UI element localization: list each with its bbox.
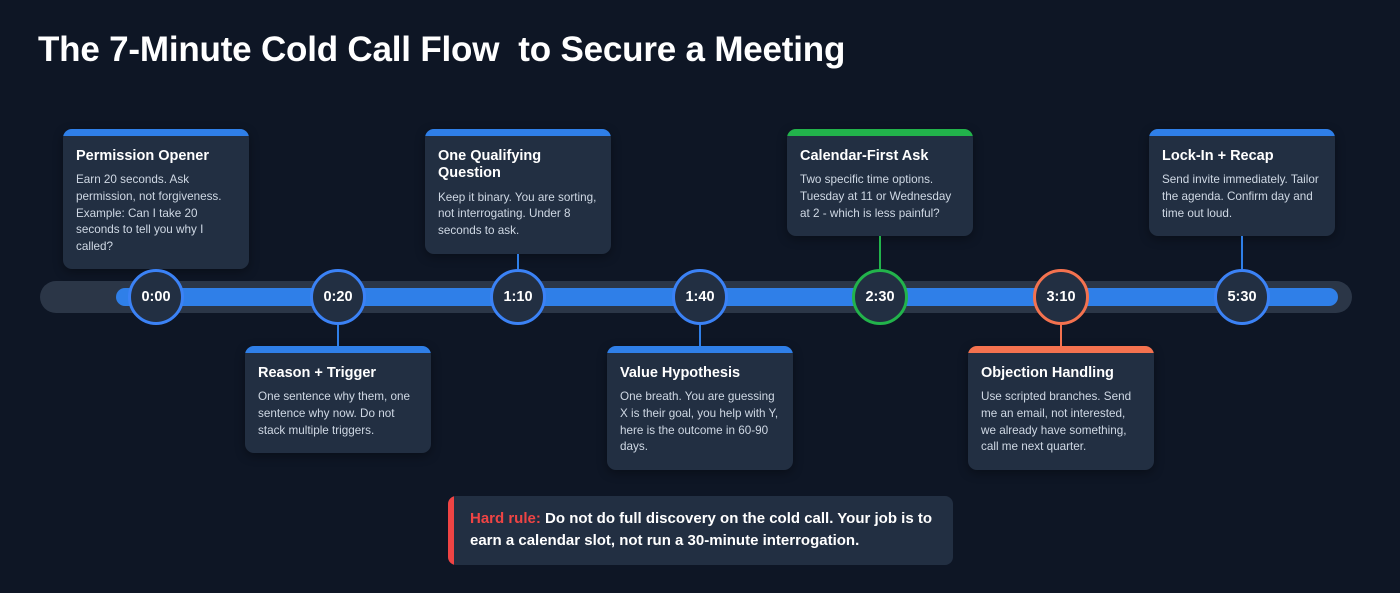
card-title: Reason + Trigger: [258, 365, 377, 381]
card-accent-bar: [1149, 129, 1335, 136]
card-accent-bar: [607, 346, 793, 353]
card-connector-line: [1241, 236, 1243, 269]
card-accent-bar: [425, 129, 611, 136]
timeline-marker[interactable]: 5:30: [1214, 269, 1270, 325]
card-accent-bar: [787, 129, 973, 136]
page-title: The 7-Minute Cold Call Flow to Secure a …: [38, 30, 846, 69]
timeline-marker[interactable]: 3:10: [1033, 269, 1089, 325]
timeline-marker[interactable]: 1:10: [490, 269, 546, 325]
card-accent-bar: [245, 346, 431, 353]
callout-body: Hard rule: Do not do full discovery on t…: [454, 496, 953, 565]
timeline-marker[interactable]: 0:00: [128, 269, 184, 325]
timeline-marker[interactable]: 1:40: [672, 269, 728, 325]
card-accent-bar: [968, 346, 1154, 353]
card-title: Objection Handling: [981, 365, 1114, 381]
callout-label: Hard rule:: [470, 510, 541, 527]
card-title: Calendar-First Ask: [800, 148, 929, 164]
card-accent-bar: [63, 129, 249, 136]
card-description: Earn 20 seconds. Ask permission, not for…: [76, 173, 222, 253]
timeline-marker[interactable]: 2:30: [852, 269, 908, 325]
card-title: Value Hypothesis: [620, 365, 741, 381]
callout-text: Do not do full discovery on the cold cal…: [470, 510, 933, 549]
callout-accent-bar: [448, 496, 454, 565]
card-description: Use scripted branches. Send me an email,…: [981, 390, 1132, 454]
card-description: One sentence why them, one sentence why …: [258, 390, 411, 437]
card-connector-line: [879, 236, 881, 269]
card-connector-line: [699, 325, 701, 346]
card-title: One Qualifying Question: [438, 148, 542, 182]
card-connector-line: [517, 254, 519, 269]
card-description: One breath. You are guessing X is their …: [620, 390, 779, 454]
timeline-marker[interactable]: 0:20: [310, 269, 366, 325]
card-title: Permission Opener: [76, 148, 209, 164]
card-description: Two specific time options. Tuesday at 11…: [800, 173, 952, 220]
card-description: Send invite immediately. Tailor the agen…: [1162, 173, 1319, 220]
card-connector-line: [337, 325, 339, 346]
card-title: Lock-In + Recap: [1162, 148, 1274, 164]
hard-rule-callout: Hard rule: Do not do full discovery on t…: [448, 496, 953, 565]
card-description: Keep it binary. You are sorting, not int…: [438, 190, 597, 237]
card-connector-line: [1060, 325, 1062, 346]
